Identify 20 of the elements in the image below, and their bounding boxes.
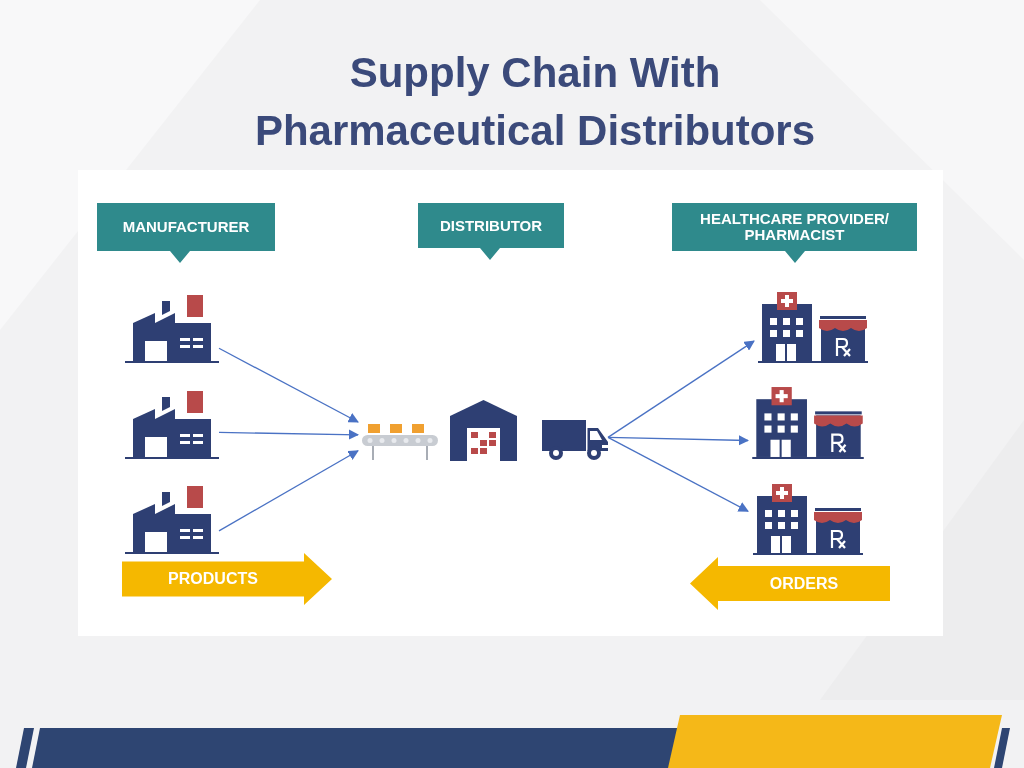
callout-label: MANUFACTURER <box>97 203 275 263</box>
products-arrow: PRODUCTS <box>122 553 332 605</box>
factory-icon <box>125 293 219 363</box>
orders-arrow: ORDERS <box>690 557 890 610</box>
truck-icon <box>542 418 608 461</box>
arrow <box>218 429 360 440</box>
arrow <box>607 435 750 446</box>
arrow <box>218 347 359 423</box>
conveyor-belt-icon <box>362 422 438 462</box>
factory-icon <box>125 484 219 554</box>
callout-label: DISTRIBUTOR <box>418 203 564 260</box>
arrow <box>607 340 755 438</box>
hospital-pharmacy-icon <box>752 482 864 555</box>
hospital-pharmacy-icon <box>752 385 864 459</box>
arrow <box>218 450 359 532</box>
callout-label: HEALTHCARE PROVIDER/ PHARMACIST <box>672 203 917 263</box>
title: Supply Chain With Pharmaceutical Distributors <box>253 48 817 156</box>
factory-icon <box>125 389 219 459</box>
arrow <box>607 436 749 512</box>
hospital-pharmacy-icon <box>758 290 868 363</box>
